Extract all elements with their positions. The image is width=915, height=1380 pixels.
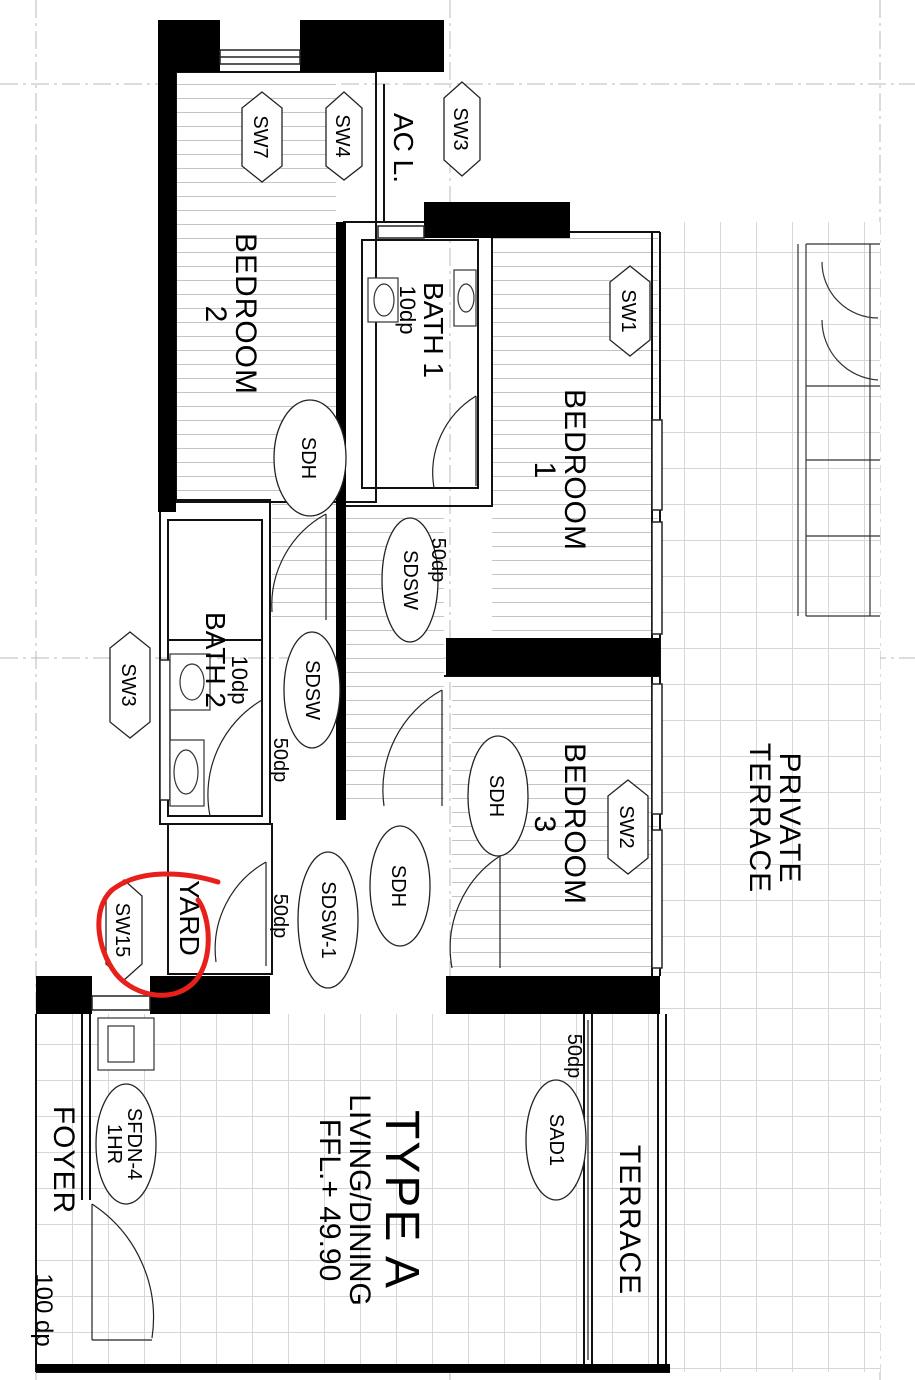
- tag-sw3-top: SW3: [449, 107, 471, 150]
- red-markup-circle: [96, 871, 221, 998]
- tag-sdh-living: SDH: [387, 865, 409, 907]
- tag-sw4-hex: [325, 91, 363, 181]
- walls-solid: [36, 20, 670, 1372]
- foyer-drop-label: 100 dp: [30, 1273, 57, 1346]
- bedroom-2-number: 2: [199, 306, 232, 323]
- tag-sdsw-bath1-ellipse: [381, 517, 439, 643]
- tag-sdh-bed2-ellipse: [273, 399, 347, 517]
- bedroom-2-name: BEDROOM: [229, 233, 262, 395]
- tag-sw7-hex: [241, 91, 283, 183]
- bath-1-drop: 10dp: [395, 286, 420, 335]
- bedroom-3-name: BEDROOM: [558, 743, 591, 905]
- living-dining-label: LIVING/DINING: [343, 1094, 376, 1306]
- private-terrace-line2: TERRACE: [743, 743, 776, 893]
- tag-sad1: SAD1: [545, 1114, 567, 1166]
- bedroom-3-number: 3: [528, 816, 561, 833]
- tag-sad1-ellipse: [525, 1079, 587, 1201]
- tag-sw3-left: SW3: [117, 663, 139, 706]
- tag-sw1: SW1: [617, 289, 639, 332]
- unit-type-label: TYPE A: [375, 1110, 428, 1290]
- tag-sdsw-bath2: SDSW: [301, 660, 323, 720]
- tag-sdh-bed2: SDH: [297, 437, 319, 479]
- bath2-door-drop: 50dp: [269, 738, 291, 783]
- tag-sw3-top-hex: [443, 81, 481, 177]
- tag-labels: SW7 SW4 SW3 SW1 SW2 SW3 SW15 SDH SDSW 50…: [103, 107, 639, 1180]
- tag-sfdn4-rating: 1HR: [103, 1124, 125, 1164]
- bath1-door-drop: 50dp: [427, 538, 449, 583]
- bedroom-1-name: BEDROOM: [558, 389, 591, 551]
- tag-sw2: SW2: [615, 805, 637, 848]
- bath-2-name: BATH 2: [200, 612, 231, 708]
- windows: [91, 49, 663, 1011]
- room-floors: [176, 72, 658, 976]
- tag-sw1-hex: [609, 265, 651, 357]
- ac-ledge-label: AC L.: [388, 113, 419, 183]
- tag-shapes: [95, 81, 651, 1205]
- yard-door-drop: 50dp: [269, 894, 291, 939]
- tag-sdh-living-ellipse: [369, 825, 431, 947]
- tag-sdh-bed3: SDH: [485, 775, 507, 817]
- tag-sw15: SW15: [111, 903, 133, 957]
- terrace-railing: [797, 243, 880, 617]
- door-swings: [91, 395, 589, 1360]
- tag-sw7: SW7: [249, 115, 271, 158]
- foyer-floor: [36, 1014, 446, 1372]
- bath-1-name: BATH 1: [418, 282, 449, 378]
- tag-sfdn4-ellipse: [95, 1083, 157, 1205]
- bath-fixtures: [97, 269, 477, 1071]
- bath-2-drop: 10dp: [227, 656, 252, 705]
- foyer-label: FOYER: [47, 1106, 80, 1214]
- room-labels: BEDROOM 2 BEDROOM 1 BEDROOM 3 BATH 1 10d…: [30, 113, 806, 1347]
- bedroom-1-number: 1: [528, 462, 561, 479]
- yard-label: YARD: [174, 880, 205, 956]
- tag-sdsw-bath2-ellipse: [283, 631, 341, 749]
- terrace-label: TERRACE: [613, 1145, 646, 1295]
- tag-sw3-left-hex: [109, 631, 151, 739]
- ffl-level-label: FFL.+ 49.90: [313, 1119, 346, 1282]
- tag-sfdn4: SFDN-4: [123, 1108, 145, 1180]
- tag-sdh-bed3-ellipse: [467, 735, 529, 857]
- tag-sdsw-bath1: SDSW: [399, 550, 421, 610]
- private-terrace-line1: PRIVATE: [773, 753, 806, 884]
- tag-sw2-hex: [607, 779, 649, 875]
- terrace-door-drop: 50dp: [563, 1034, 585, 1079]
- tag-sdsw1-ellipse: [297, 851, 359, 989]
- private-terrace-floor: [660, 222, 880, 1372]
- tag-sdsw1: SDSW-1: [317, 881, 339, 958]
- tag-sw4: SW4: [331, 114, 353, 157]
